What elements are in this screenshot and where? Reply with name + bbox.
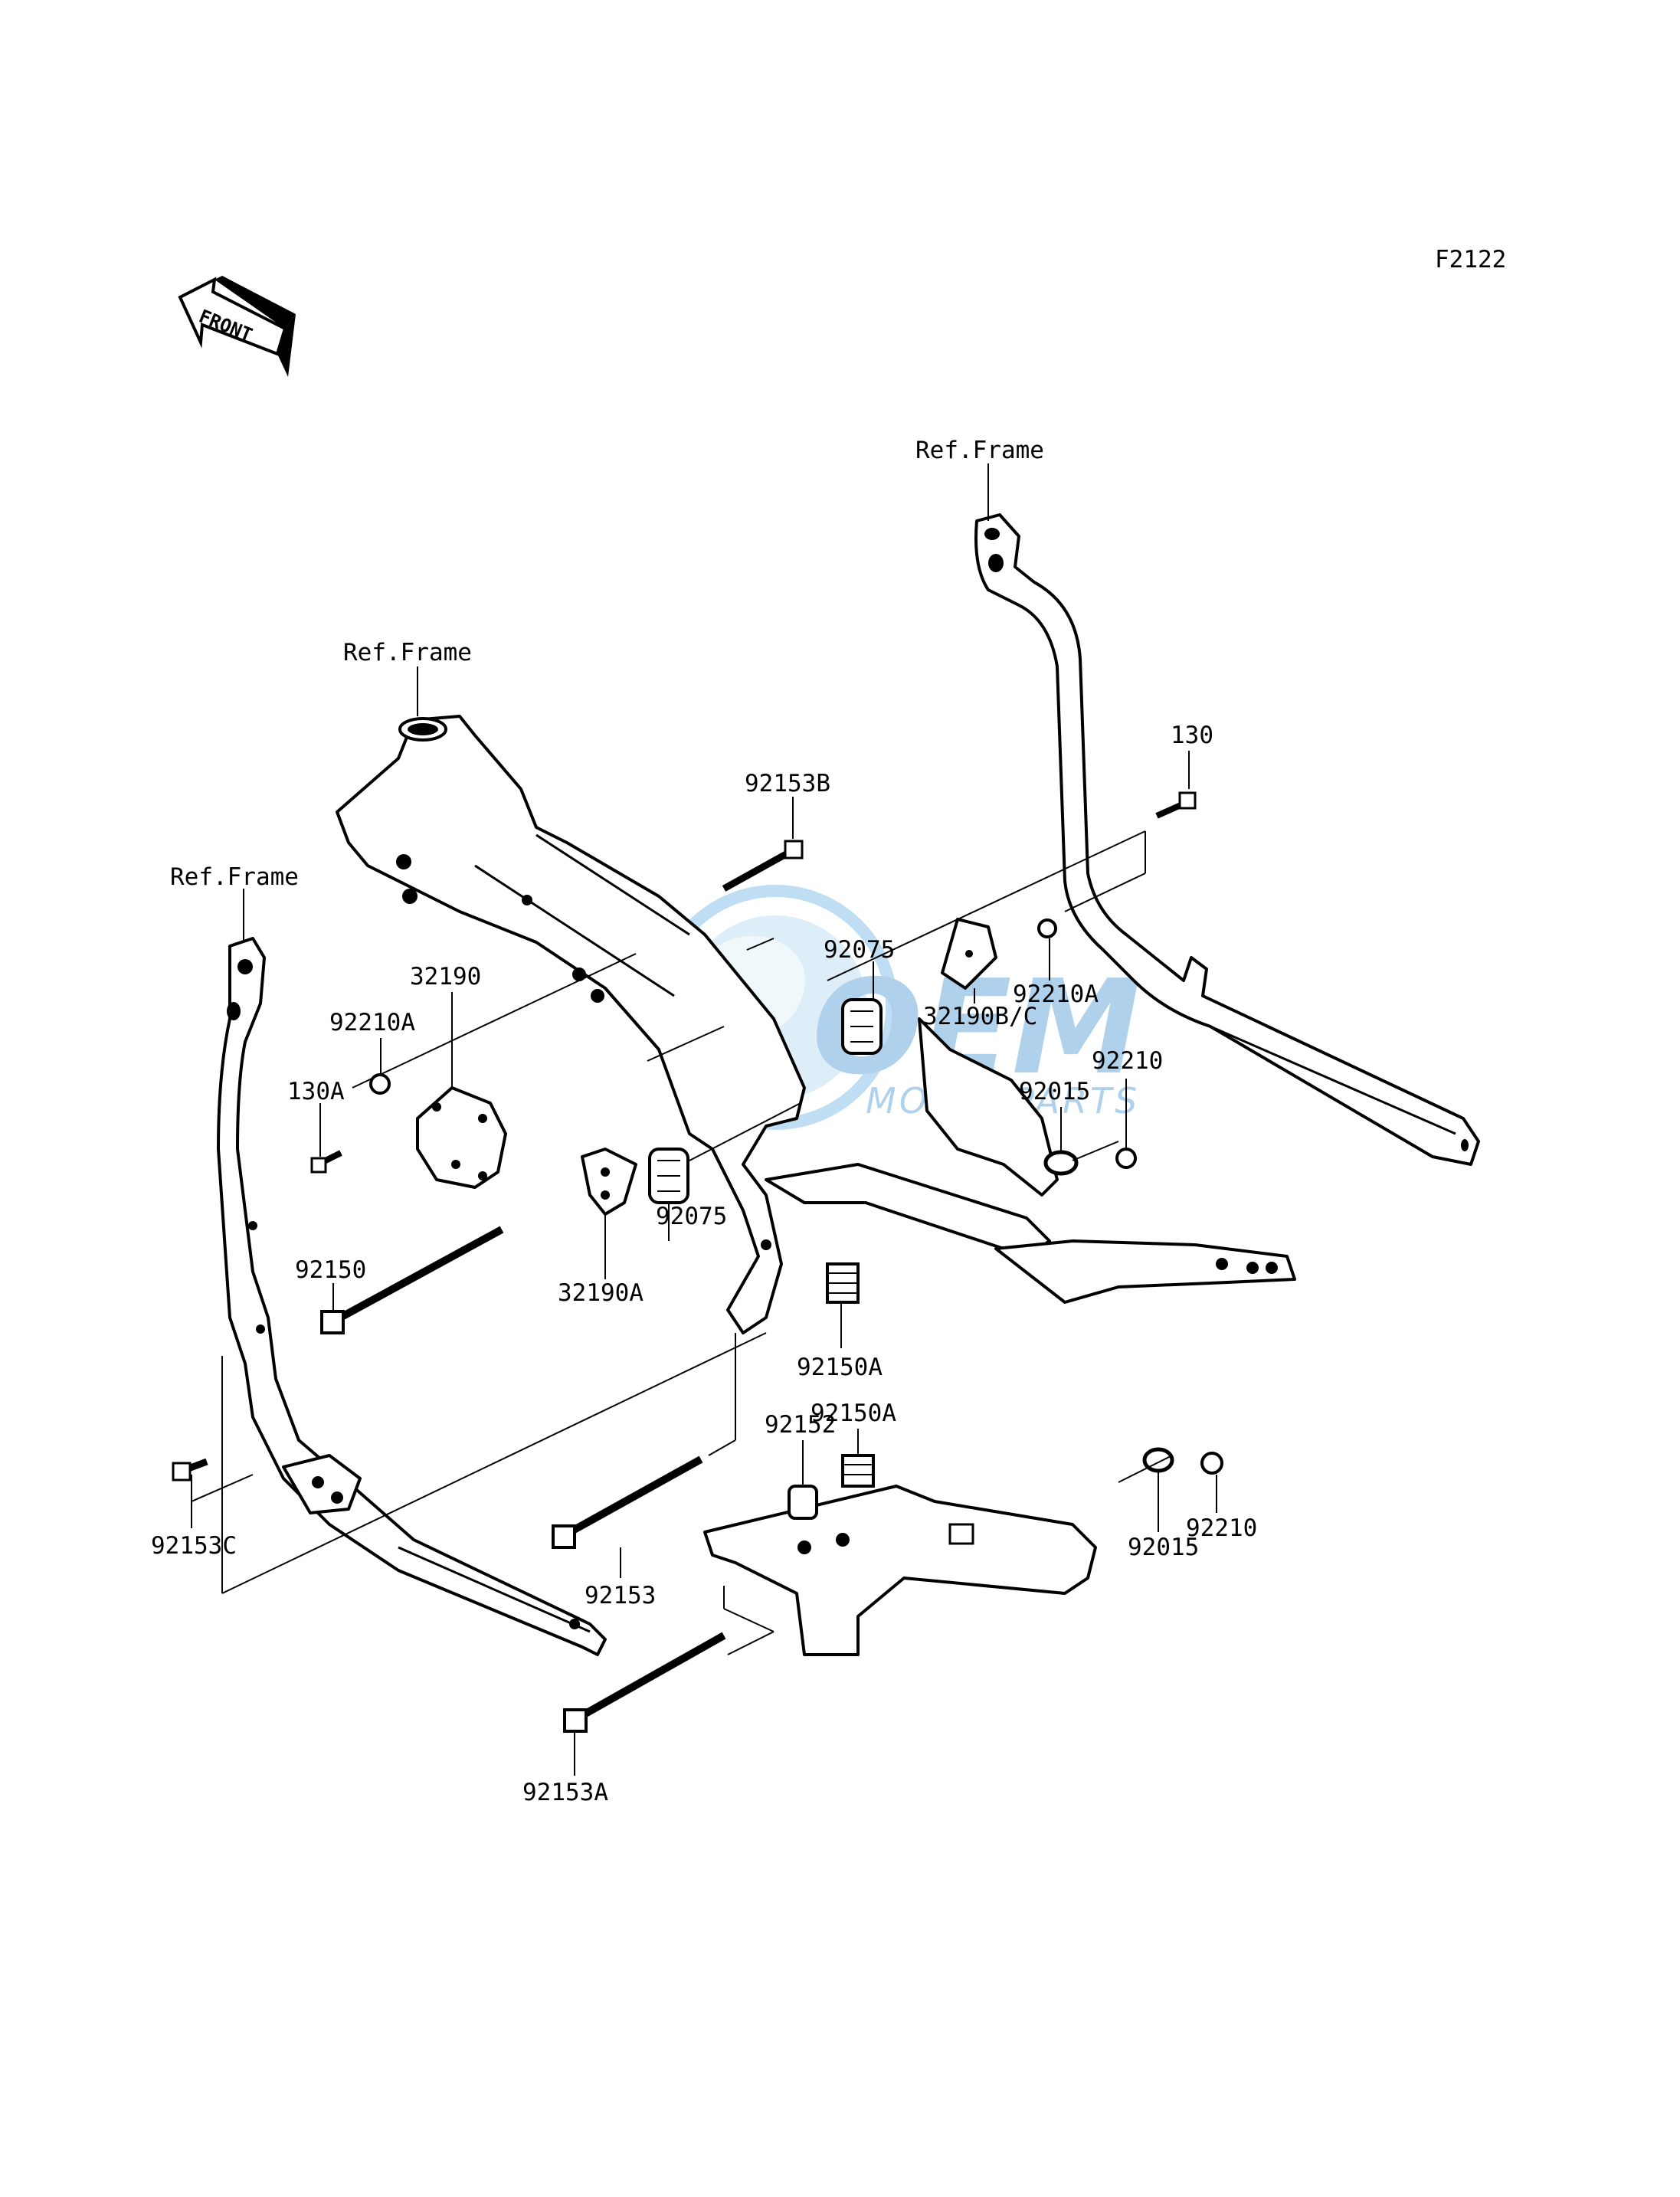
front-arrow-icon: FRONT bbox=[178, 276, 296, 377]
label-92210A-left: 92210A bbox=[329, 1009, 415, 1036]
label-92153: 92153 bbox=[585, 1582, 656, 1609]
label-92150A-upper: 92150A bbox=[797, 1354, 883, 1381]
label-130: 130 bbox=[1171, 722, 1213, 749]
part-92153B-bolt bbox=[722, 840, 804, 892]
part-92075-upper-bushing bbox=[841, 998, 883, 1055]
label-92210A-right: 92210A bbox=[1013, 981, 1099, 1008]
part-32190-bracket bbox=[416, 1086, 507, 1189]
part-92153-bolt bbox=[552, 1455, 703, 1549]
label-92075-lower: 92075 bbox=[656, 1203, 727, 1230]
label-92015-upper: 92015 bbox=[1019, 1078, 1090, 1105]
part-labels: Ref.Frame Ref.Frame Ref.Frame 130 92153B… bbox=[151, 437, 1257, 1806]
part-92075-lower-bushing bbox=[648, 1148, 689, 1204]
part-92150A-lower-spring bbox=[841, 1454, 875, 1488]
part-92015-upper-washer bbox=[1043, 1150, 1079, 1176]
figure-code: F2122 bbox=[1435, 246, 1506, 273]
part-92153A-bolt bbox=[563, 1632, 726, 1733]
label-130A: 130A bbox=[287, 1078, 345, 1105]
assembly-lines bbox=[191, 830, 1173, 1655]
part-92210-right-nut bbox=[1115, 1148, 1137, 1169]
left-frame-rail bbox=[217, 937, 607, 1656]
label-32190: 32190 bbox=[410, 963, 481, 990]
part-130A-bolt bbox=[310, 1150, 342, 1174]
part-92152-collar bbox=[788, 1485, 818, 1520]
part-92210A-right-nut bbox=[1037, 918, 1057, 938]
part-130-bolt bbox=[1155, 791, 1197, 819]
main-frame bbox=[336, 715, 1296, 1334]
part-32190A-bracket bbox=[581, 1148, 637, 1216]
label-ref-frame-left: Ref.Frame bbox=[170, 863, 299, 891]
part-92210-lower-nut bbox=[1200, 1452, 1223, 1475]
part-92150A-upper-spring bbox=[826, 1262, 860, 1304]
label-92153A: 92153A bbox=[522, 1779, 608, 1806]
label-92210-lower: 92210 bbox=[1186, 1514, 1257, 1542]
label-92152: 92152 bbox=[765, 1411, 836, 1439]
engine-mount-bracket bbox=[703, 1017, 1097, 1656]
label-92150A-lower: 92150A bbox=[811, 1400, 896, 1427]
label-32190BC: 32190B/C bbox=[923, 1003, 1037, 1030]
label-ref-frame-rear: Ref.Frame bbox=[915, 437, 1044, 464]
label-92150: 92150 bbox=[295, 1256, 366, 1284]
part-32190BC-bracket bbox=[941, 918, 997, 990]
label-92075-upper: 92075 bbox=[824, 936, 895, 964]
part-92153C-bolt bbox=[172, 1458, 208, 1482]
part-92150-bolt bbox=[320, 1226, 504, 1334]
label-92210-right: 92210 bbox=[1092, 1047, 1163, 1075]
label-92153C: 92153C bbox=[151, 1532, 237, 1560]
label-32190A: 32190A bbox=[558, 1279, 644, 1307]
label-ref-frame-main: Ref.Frame bbox=[343, 639, 472, 666]
label-92015-lower: 92015 bbox=[1128, 1534, 1199, 1561]
label-92153B: 92153B bbox=[745, 770, 830, 797]
right-frame-rail bbox=[974, 513, 1480, 1166]
leader-lines bbox=[191, 463, 1217, 1776]
